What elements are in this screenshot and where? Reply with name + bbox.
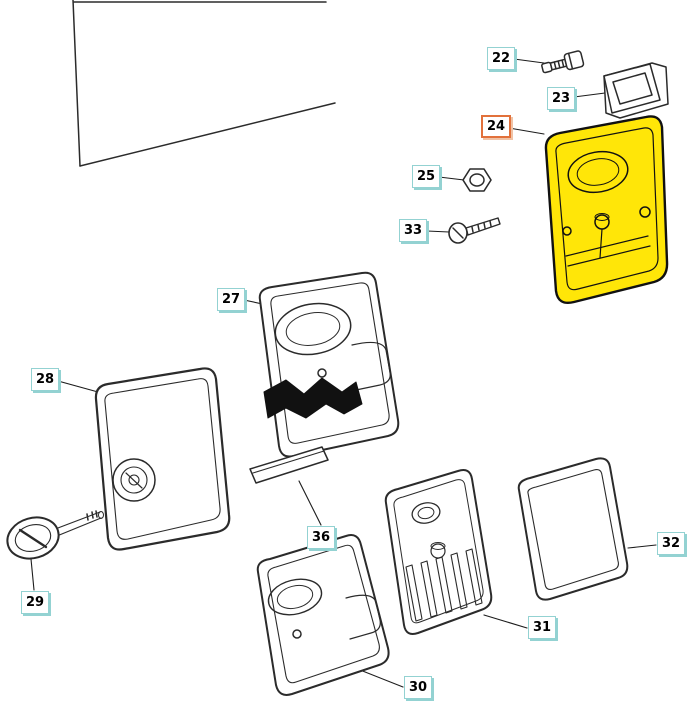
callout-33-label: 33	[404, 223, 423, 238]
callout-25[interactable]: 25	[412, 165, 441, 188]
callout-31[interactable]: 31	[528, 616, 557, 639]
leader-lines	[30, 58, 657, 688]
part-23-bracket[interactable]	[603, 62, 669, 119]
part-27-housing[interactable]	[258, 271, 400, 458]
callout-25-label: 25	[417, 169, 436, 184]
callout-23[interactable]: 23	[547, 87, 576, 110]
callout-24-label: 24	[487, 119, 506, 134]
part-25-nut[interactable]	[462, 168, 492, 192]
callout-30-label: 30	[409, 680, 428, 695]
part-36-strip[interactable]	[249, 446, 329, 484]
callout-33[interactable]: 33	[399, 219, 428, 242]
part-panel-outline[interactable]	[72, 0, 336, 167]
callout-24-selected[interactable]: 24	[481, 115, 512, 138]
callout-32[interactable]: 32	[657, 532, 686, 555]
part-28-cover[interactable]	[94, 367, 231, 551]
callout-32-label: 32	[662, 536, 681, 551]
part-22-screw[interactable]	[540, 50, 585, 75]
callout-23-label: 23	[552, 91, 571, 106]
callout-27[interactable]: 27	[217, 288, 246, 311]
part-32-foam-filter[interactable]	[517, 457, 629, 601]
callout-29-label: 29	[26, 595, 45, 610]
callout-36[interactable]: 36	[307, 526, 336, 549]
callout-28-label: 28	[36, 372, 55, 387]
callout-22[interactable]: 22	[487, 47, 516, 70]
part-24-plate-highlighted[interactable]	[544, 115, 669, 305]
callout-29[interactable]: 29	[21, 591, 50, 614]
part-30-housing[interactable]	[256, 534, 390, 696]
callout-28[interactable]: 28	[31, 368, 60, 391]
callout-31-label: 31	[533, 620, 552, 635]
part-29-knob-screw[interactable]	[2, 510, 104, 564]
callout-36-label: 36	[312, 530, 331, 545]
part-31-filter-holder[interactable]	[384, 469, 493, 635]
part-33-screw[interactable]	[448, 217, 501, 244]
callout-27-label: 27	[222, 292, 241, 307]
callout-30[interactable]: 30	[404, 676, 433, 699]
callout-22-label: 22	[492, 51, 511, 66]
